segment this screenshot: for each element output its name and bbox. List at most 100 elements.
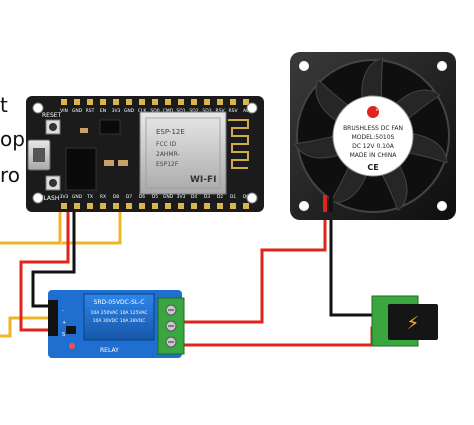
pin-label: RST xyxy=(86,108,95,114)
pin-label: TX xyxy=(86,194,93,200)
relay-line-2: 10A 250VAC 10A 125VAC xyxy=(91,310,148,316)
fan-label-2: MODEL:5010S xyxy=(352,134,395,141)
pin-label: RSV xyxy=(228,108,238,114)
pin-label: GND xyxy=(72,194,83,200)
pin-label: D8 xyxy=(113,194,119,200)
pin-label: D6 xyxy=(139,194,145,200)
relay-line-3: 10A 30VDC 10A 28VDC xyxy=(93,318,146,324)
clipped-text-3: ro xyxy=(0,163,21,187)
fan-brand-logo xyxy=(367,106,379,118)
pin-label: D1 xyxy=(230,194,236,200)
fan-label-3: DC 12V 0.10A xyxy=(352,143,395,150)
header-pin xyxy=(230,99,236,105)
top-header-pins: VINGNDRSTEN3V3GNDCLKSD0CMDSD1SD2SD3RSVRS… xyxy=(60,99,249,114)
relay-body xyxy=(83,293,155,341)
power-symbol: ⚡ xyxy=(407,313,420,334)
fan-mount-hole xyxy=(299,61,309,71)
pin-label: CLK xyxy=(138,108,148,114)
wire-red-fan xyxy=(183,205,327,324)
pin-label: GND xyxy=(72,108,83,114)
wire-yellow-signal-right xyxy=(62,205,122,245)
fan-label-4: MADE IN CHINA xyxy=(350,152,398,159)
fan-ce-mark: CE xyxy=(367,163,378,172)
wire-red-vcc xyxy=(19,205,70,332)
smd-component xyxy=(80,128,88,133)
header-pin xyxy=(204,203,210,209)
header-pin xyxy=(165,203,171,209)
module-text-1: ESP-12E xyxy=(156,128,185,136)
fan-mount-hole xyxy=(437,201,447,211)
pin-label: GND xyxy=(124,108,135,114)
pin-label: 3V3 xyxy=(112,108,121,114)
relay-line-1: SRD-05VDC-SL-C xyxy=(94,299,145,306)
pin-label: SD1 xyxy=(176,108,185,114)
header-pin xyxy=(74,99,80,105)
relay-pin-minus: - xyxy=(62,308,64,314)
pin-label: D0 xyxy=(243,194,249,200)
pin-label: SD2 xyxy=(189,108,198,114)
pin-label: SD3 xyxy=(202,108,211,114)
header-pin xyxy=(204,99,210,105)
wire-yellow-signal-left xyxy=(0,205,62,245)
reset-label: RESET xyxy=(42,112,62,119)
nodemcu-board: VINGNDRSTEN3V3GNDCLKSD0CMDSD1SD2SD3RSVRS… xyxy=(26,96,264,212)
header-pin xyxy=(87,203,93,209)
relay-header xyxy=(48,300,58,336)
pin-label: CMD xyxy=(163,108,174,114)
header-pin xyxy=(100,99,106,105)
esp12-module xyxy=(139,111,227,195)
wire-black-gnd xyxy=(31,205,76,308)
header-pin xyxy=(126,203,132,209)
relay-board-text: RELAY xyxy=(100,347,119,354)
module-text-4: ESP12F xyxy=(156,161,179,168)
fan-hub xyxy=(332,95,414,177)
pin-label: D4 xyxy=(191,194,197,200)
pin-label: RX xyxy=(100,194,106,200)
pin-label: 3V3 xyxy=(177,194,186,200)
pin-label: EN xyxy=(100,108,106,114)
antenna-trace xyxy=(228,119,249,169)
module-brand: WI-FI xyxy=(190,175,217,185)
header-pin xyxy=(139,99,145,105)
header-pin xyxy=(74,203,80,209)
header-pin xyxy=(61,203,67,209)
pin-label: D5 xyxy=(152,194,158,200)
mount-hole xyxy=(246,192,258,204)
regulator-chip xyxy=(99,119,121,135)
fan-mount-hole xyxy=(299,201,309,211)
pin-label: D2 xyxy=(217,194,223,200)
header-pin xyxy=(87,99,93,105)
fan-logo-mark: x xyxy=(376,107,379,112)
pin-label: D7 xyxy=(126,194,132,200)
header-pin xyxy=(178,203,184,209)
pin-label: GND xyxy=(163,194,174,200)
header-pin xyxy=(100,203,106,209)
wire-red-power xyxy=(183,326,382,347)
header-pin xyxy=(113,99,119,105)
header-pin xyxy=(217,99,223,105)
wire-yellow-relay xyxy=(0,316,50,338)
pin-label: RSV xyxy=(215,108,225,114)
module-text-3: 2AHMR- xyxy=(156,151,180,158)
clipped-text-2: op xyxy=(0,127,25,151)
fan-label-1: BRUSHLESS DC FAN xyxy=(343,125,403,132)
pin-label: A0 xyxy=(243,108,249,114)
header-pin xyxy=(113,203,119,209)
relay-pin-signal: S xyxy=(62,332,65,338)
header-pin xyxy=(61,99,67,105)
header-pin xyxy=(243,203,249,209)
pin-label: VIN xyxy=(60,108,68,114)
usb-serial-chip xyxy=(65,147,97,191)
mount-hole xyxy=(32,192,44,204)
pin-label: SD0 xyxy=(150,108,159,114)
header-pin xyxy=(230,203,236,209)
header-pin xyxy=(126,99,132,105)
relay-led xyxy=(69,343,75,349)
mount-hole xyxy=(246,102,258,114)
relay-transistor xyxy=(66,326,76,334)
clipped-text-1: t xyxy=(0,93,8,117)
header-pin xyxy=(165,99,171,105)
